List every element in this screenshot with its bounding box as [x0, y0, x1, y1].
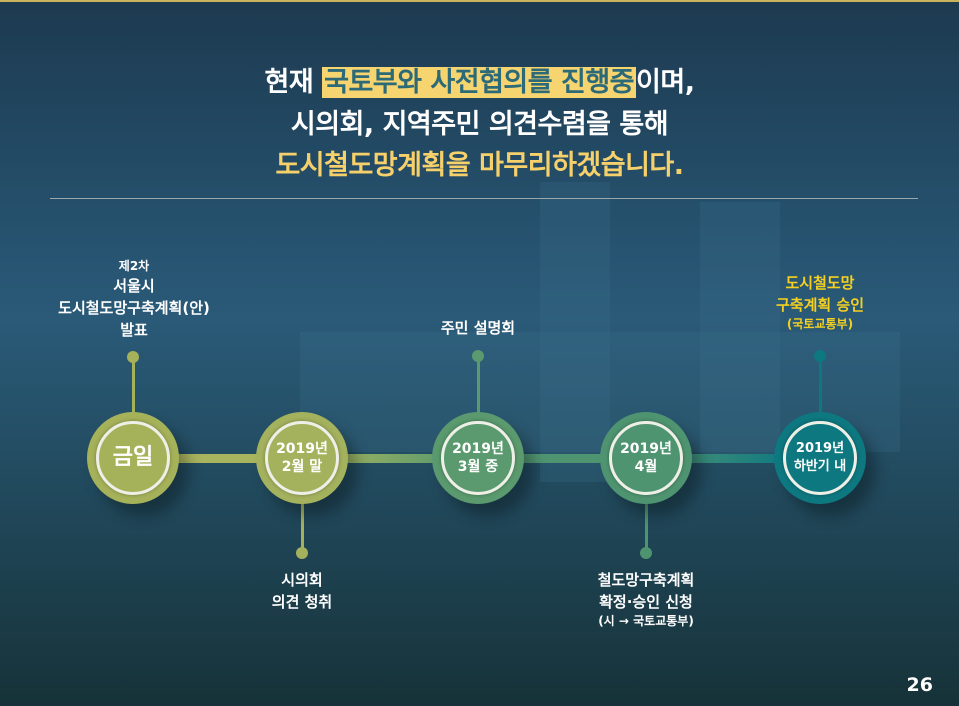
title-line-3: 도시철도망계획을 마무리하겠습니다. [275, 150, 684, 181]
node-label: 2019년 2월 말 [265, 421, 339, 495]
timeline-bar [340, 454, 450, 463]
label-line: 시의회 [281, 571, 323, 589]
marker-dot [296, 547, 308, 559]
label-line: (시 → 국토교통부) [598, 614, 694, 628]
milestone-node: 2019년 4월 [600, 412, 692, 504]
label-line: 도시철도망구축계획(안) [58, 299, 210, 317]
node-period: 4월 [634, 459, 658, 475]
stem [301, 502, 304, 554]
title-text: 이며, [636, 67, 695, 98]
stem [819, 358, 822, 414]
marker-dot [472, 350, 484, 362]
node-period: 3월 중 [457, 459, 499, 475]
timeline-bar [515, 454, 615, 463]
node-period: 하반기 내 [793, 459, 847, 474]
marker-dot [814, 350, 826, 362]
node-label: 금일 [96, 421, 170, 495]
milestone-label: 시의회 의견 청취 [182, 569, 422, 613]
label-line: 제2차 [118, 259, 150, 273]
node-year: 2019년 [452, 441, 504, 457]
label-line: 구축계획 승인 [775, 296, 865, 314]
stem [645, 502, 648, 554]
label-line: 확정·승인 신청 [599, 593, 693, 611]
divider [50, 198, 918, 199]
label-line: 도시철도망 [785, 274, 855, 292]
timeline-bar [170, 454, 270, 463]
page-number: 26 [906, 674, 933, 696]
milestone-node: 2019년 3월 중 [432, 412, 524, 504]
milestone-node: 금일 [87, 412, 179, 504]
milestone-label: 주민 설명회 [358, 317, 598, 339]
timeline-bar [685, 454, 790, 463]
label-line: 주민 설명회 [440, 319, 516, 337]
title-line-2: 시의회, 지역주민 의견수렴을 통해 [290, 109, 669, 140]
title-line-1: 현재 국토부와 사전협의를 진행중이며, [0, 60, 959, 99]
label-line: 서울시 [113, 277, 155, 295]
node-year: 2019년 [620, 441, 672, 457]
marker-dot [640, 547, 652, 559]
title-highlight: 국토부와 사전협의를 진행중 [322, 67, 637, 98]
title-text: 현재 [264, 67, 323, 98]
label-line: 철도망구축계획 [597, 571, 695, 589]
node-period: 2월 말 [281, 459, 323, 475]
milestone-label: 제2차 서울시 도시철도망구축계획(안) 발표 [14, 258, 254, 341]
label-line: 의견 청취 [271, 593, 333, 611]
label-line: (국토교통부) [786, 317, 854, 331]
stem [132, 358, 135, 414]
milestone-node: 2019년 2월 말 [256, 412, 348, 504]
node-label: 2019년 4월 [609, 421, 683, 495]
marker-dot [127, 351, 139, 363]
node-year: 2019년 [795, 441, 845, 456]
milestone-label: 철도망구축계획 확정·승인 신청 (시 → 국토교통부) [526, 569, 766, 630]
node-year: 2019년 [276, 441, 328, 457]
stem [477, 358, 480, 414]
label-line: 발표 [120, 321, 148, 339]
milestone-label: 도시철도망 구축계획 승인 (국토교통부) [700, 272, 940, 333]
node-label: 2019년 3월 중 [441, 421, 515, 495]
